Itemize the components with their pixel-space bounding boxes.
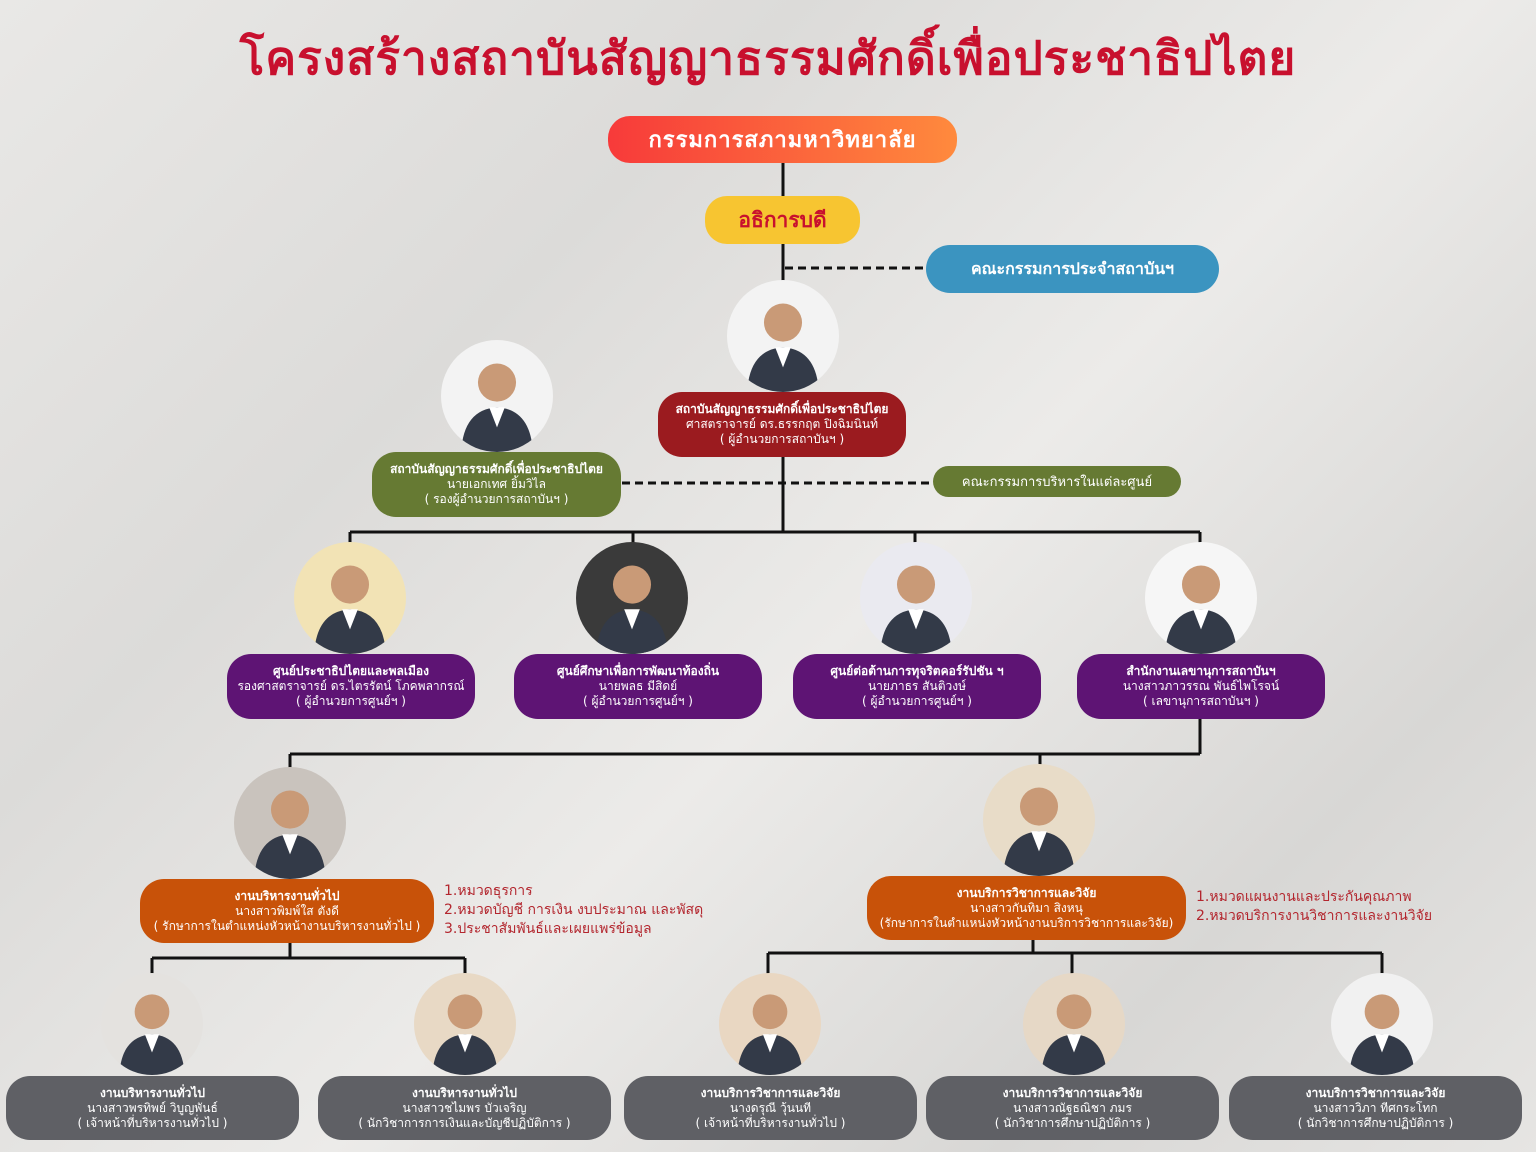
center-role: ( ผู้อำนวยการศูนย์ฯ ) [862,694,972,708]
staff-title: งานบริการวิชาการและวิจัย [700,1085,841,1100]
center-committee-box: คณะกรรมการบริหารในแต่ละศูนย์ [933,466,1181,497]
staff-role: ( เจ้าหน้าที่บริหารงานทั่วไป ) [695,1115,846,1130]
center-card-anti-corruption: ศูนย์ต่อต้านการทุจริตคอร์รัปชัน ฯ นายภาธ… [793,654,1041,719]
unit-photo [983,764,1095,876]
director-title: สถาบันสัญญาธรรมศักดิ์เพื่อประชาธิปไตย [675,402,889,416]
staff-photo [101,973,203,1075]
center-photo [860,542,972,654]
deputy-title: สถาบันสัญญาธรรมศักดิ์เพื่อประชาธิปไตย [390,462,603,476]
staff-card: งานบริการวิชาการและวิจัย นางดรุณี วุ้นนท… [624,1076,917,1140]
director-photo [727,280,839,392]
center-name: นางสาวภาวรรณ พันธ์ไพโรจน์ [1122,679,1280,693]
unit-name: นางสาวกันทิมา สิงหนุ [970,900,1083,915]
unit-card-academic-research: งานบริการวิชาการและวิจัย นางสาวกันทิมา ส… [867,876,1186,940]
center-photo [576,542,688,654]
staff-card: งานบริหารงานทั่วไป นางสาวพรทิพย์ วิบูญพั… [6,1076,299,1140]
staff-card: งานบริการวิชาการและวิจัย นางสาวณัฐธณิชา … [926,1076,1219,1140]
unit-title: งานบริการวิชาการและวิจัย [956,885,1097,900]
council-box: กรรมการสภามหาวิทยาลัย [608,116,957,163]
center-role: ( ผู้อำนวยการศูนย์ฯ ) [583,694,693,708]
center-title: ศูนย์ประชาธิปไตยและพลเมือง [273,664,429,678]
staff-title: งานบริหารงานทั่วไป [99,1085,206,1100]
staff-photo [1331,973,1433,1075]
center-role: ( ผู้อำนวยการศูนย์ฯ ) [296,694,406,708]
staff-card: งานบริการวิชาการและวิจัย นางสาววิภา ทีศก… [1229,1076,1522,1140]
center-photo [1145,542,1257,654]
institute-committee-label: คณะกรรมการประจำสถาบันฯ [970,258,1175,278]
staff-name: นางสาววิภา ทีศกระโทก [1313,1100,1438,1115]
deputy-role: ( รองผู้อำนวยการสถาบันฯ ) [424,492,569,506]
center-title: สำนักงานเลขานุการสถาบันฯ [1126,664,1276,678]
unit-role: (รักษาการในตำแหน่งหัวหน้างานบริการวิชากา… [879,915,1174,930]
duty-item: 2.หมวดบริการงานวิชาการและงานวิจัย [1196,908,1433,924]
unit-name: นางสาวพิมพ์ใส ตังดี [235,903,339,918]
center-name: นายภาธร สันติวงษ์ [867,679,967,693]
council-label: กรรมการสภามหาวิทยาลัย [648,128,917,153]
center-name: รองศาสตราจารย์ ดร.ไตรรัตน์ โภคพลากรณ์ [237,679,465,693]
staff-photo [1023,973,1125,1075]
unit-title: งานบริหารงานทั่วไป [234,888,340,903]
institute-committee-box: คณะกรรมการประจำสถาบันฯ [926,245,1219,293]
deputy-card: สถาบันสัญญาธรรมศักดิ์เพื่อประชาธิปไตย นา… [372,452,621,517]
center-card-secretary-office: สำนักงานเลขานุการสถาบันฯ นางสาวภาวรรณ พั… [1077,654,1325,719]
center-card-democracy: ศูนย์ประชาธิปไตยและพลเมือง รองศาสตราจารย… [227,654,475,719]
center-role: ( เลขานุการสถาบันฯ ) [1143,694,1259,708]
staff-role: ( นักวิชาการศึกษาปฏิบัติการ ) [994,1115,1151,1130]
page-title: โครงสร้างสถาบันสัญญาธรรมศักดิ์เพื่อประชา… [239,31,1297,85]
duty-item: 1.หมวดธุรการ [444,883,533,899]
unit-duties-list: 1.หมวดแผนงานและประกันคุณภาพ 2.หมวดบริการ… [1196,888,1496,926]
unit-card-general-admin: งานบริหารงานทั่วไป นางสาวพิมพ์ใส ตังดี (… [140,879,434,943]
staff-role: ( เจ้าหน้าที่บริหารงานทั่วไป ) [77,1115,228,1130]
duty-item: 1.หมวดแผนงานและประกันคุณภาพ [1196,889,1412,905]
staff-title: งานบริหารงานทั่วไป [411,1085,518,1100]
staff-photo [414,973,516,1075]
center-title: ศูนย์ศึกษาเพื่อการพัฒนาท้องถิ่น [556,664,720,678]
staff-photo [719,973,821,1075]
staff-title: งานบริการวิชาการและวิจัย [1002,1085,1143,1100]
center-committee-label: คณะกรรมการบริหารในแต่ละศูนย์ [961,475,1153,490]
center-title: ศูนย์ต่อต้านการทุจริตคอร์รัปชัน ฯ [830,664,1004,678]
center-card-local-development: ศูนย์ศึกษาเพื่อการพัฒนาท้องถิ่น นายพลธ ม… [514,654,762,719]
unit-photo [234,767,346,879]
duty-item: 2.หมวดบัญชี การเงิน งบประมาณ และพัสดุ [444,902,704,918]
director-role: ( ผู้อำนวยการสถาบันฯ ) [719,432,845,446]
duty-item: 3.ประชาสัมพันธ์และเผยแพร่ข้อมูล [444,921,652,937]
staff-role: ( นักวิชาการการเงินและบัญชีปฏิบัติการ ) [358,1115,571,1130]
staff-card: งานบริหารงานทั่วไป นางสาวชไมพร บัวเจริญ … [318,1076,611,1140]
director-card: สถาบันสัญญาธรรมศักดิ์เพื่อประชาธิปไตย ศา… [658,392,906,457]
deputy-photo [441,340,553,452]
center-photo [294,542,406,654]
center-name: นายพลธ มีสิดย์ [598,679,678,693]
president-box: อธิการบดี [705,196,860,244]
staff-name: นางสาวณัฐธณิชา ภมร [1013,1100,1132,1115]
staff-name: นางสาวชไมพร บัวเจริญ [402,1100,527,1115]
staff-name: นางดรุณี วุ้นนที [729,1100,812,1115]
staff-title: งานบริการวิชาการและวิจัย [1305,1085,1446,1100]
president-label: อธิการบดี [738,207,827,232]
staff-role: ( นักวิชาการศึกษาปฏิบัติการ ) [1297,1115,1454,1130]
unit-duties-list: 1.หมวดธุรการ 2.หมวดบัญชี การเงิน งบประมา… [444,882,734,939]
unit-role: ( รักษาการในตำแหน่งหัวหน้างานบริหารงานทั… [153,918,421,933]
director-name: ศาสตราจารย์ ดร.ธรรกฤต ปิงฉิมนินท์ [686,417,878,431]
deputy-name: นายเอกเทศ ยิ้มวิไล [446,477,547,491]
staff-name: นางสาวพรทิพย์ วิบูญพันธ์ [87,1100,218,1115]
